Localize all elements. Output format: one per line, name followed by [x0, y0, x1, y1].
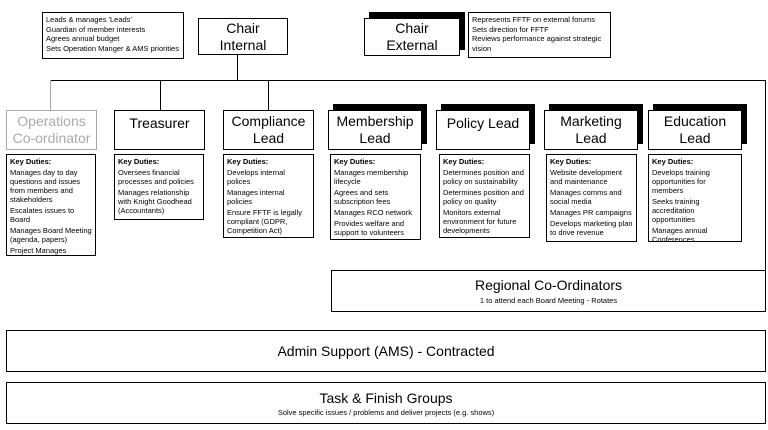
role-title-membership-lead: Membership Lead — [328, 110, 422, 150]
chair-internal-box: Chair Internal — [198, 18, 288, 55]
duties-header: Key Duties: — [334, 157, 376, 166]
role-title-line2: Lead — [575, 130, 607, 146]
chair-internal-note: Leads & manages 'Leads' — [46, 15, 132, 24]
duties-treasurer: Key Duties: Oversees financial processes… — [114, 154, 204, 220]
duty-item: Provides welfare and support to voluntee… — [334, 219, 405, 237]
duty-item: Manages day to day questions and issues … — [10, 168, 81, 204]
duty-item: Develops training opportunities for memb… — [652, 168, 710, 195]
role-title-line1: Marketing — [560, 113, 622, 129]
duties-membership-lead: Key Duties: Manages membership lifecycle… — [330, 154, 421, 240]
duty-item: Manages comms and social media — [550, 188, 622, 206]
role-title-line2: Lead — [679, 130, 711, 146]
duties-header: Key Duties: — [550, 157, 592, 166]
duty-item: Develops internal polices — [227, 168, 285, 186]
duty-item: Manages PR campaigns — [550, 208, 632, 217]
duty-item: Determines position and policy on sustai… — [443, 168, 524, 186]
duty-item: Seeks training accreditation opportuniti… — [652, 197, 700, 224]
chair-external-note: Represents FFTF on external forums — [472, 15, 595, 24]
duty-item: Manages relationship with Knight Goodhea… — [118, 188, 192, 215]
duties-operations-coordinator: Key Duties: Manages day to day questions… — [6, 154, 96, 256]
duties-header: Key Duties: — [118, 157, 160, 166]
chair-internal-notes: Leads & manages 'Leads' Guardian of memb… — [42, 12, 184, 59]
duty-item: Oversees financial processes and policie… — [118, 168, 194, 186]
duty-item: Develops marketing plan to drive revenue — [550, 219, 633, 237]
task-title: Task & Finish Groups — [319, 390, 453, 406]
regional-title: Regional Co-Ordinators — [474, 277, 623, 293]
role-title-line1: Operations — [17, 113, 86, 129]
duties-header: Key Duties: — [10, 157, 52, 166]
duties-header: Key Duties: — [227, 157, 269, 166]
chair-external-note: Reviews performance against strategic vi… — [472, 34, 602, 53]
regional-coordinators-box: Regional Co-Ordinators 1 to attend each … — [331, 270, 766, 312]
admin-title: Admin Support (AMS) - Contracted — [277, 343, 495, 359]
connector-ops-down — [50, 80, 51, 110]
role-title-policy-lead: Policy Lead — [436, 110, 530, 150]
role-title-education-lead: Education Lead — [648, 110, 742, 150]
role-title-line2: Lead — [252, 130, 285, 146]
role-title-line2: Lead — [359, 130, 391, 146]
duty-item: Manages membership lifecycle — [334, 168, 409, 186]
task-subtitle: Solve specific issues / problems and del… — [277, 408, 495, 417]
role-title-line1: Treasurer — [129, 115, 190, 131]
chair-external-notes: Represents FFTF on external forums Sets … — [468, 12, 611, 58]
chair-internal-note: Sets Operation Manger & AMS priorities — [46, 43, 179, 53]
duty-item: Determines position and policy on qualit… — [443, 188, 524, 206]
role-title-operations-coordinator: Operations Co-ordinator — [6, 110, 97, 150]
duty-item: Ensure FFTF is legally compliant (GDPR, … — [227, 208, 303, 235]
role-title-marketing-lead: Marketing Lead — [544, 110, 638, 150]
role-title-line1: Policy Lead — [446, 115, 520, 131]
chair-external-title-line1: Chair — [395, 20, 429, 36]
connector-horizontal-main — [50, 80, 766, 81]
chair-internal-title-line1: Chair — [226, 19, 260, 36]
duty-item: Website development and maintenance — [550, 168, 622, 186]
role-title-line1: Education — [663, 113, 727, 129]
duty-item: Agrees and sets subscription fees — [334, 188, 391, 206]
role-title-line1: Compliance — [231, 113, 306, 129]
role-title-line2: Co-ordinator — [12, 130, 91, 146]
duties-header: Key Duties: — [443, 157, 485, 166]
duties-header: Key Duties: — [652, 157, 694, 166]
task-finish-box: Task & Finish Groups Solve specific issu… — [6, 382, 766, 424]
connector-right-down — [765, 80, 766, 270]
chair-internal-note: Agrees annual budget — [46, 34, 120, 43]
duty-item: Monitors external environment for future… — [443, 208, 517, 235]
admin-support-box: Admin Support (AMS) - Contracted — [6, 330, 766, 372]
duties-policy-lead: Key Duties: Determines position and poli… — [439, 154, 530, 238]
role-title-line1: Membership — [336, 113, 414, 129]
duties-education-lead: Key Duties: Develops training opportunit… — [648, 154, 742, 242]
duties-compliance-lead: Key Duties: Develops internal polices Ma… — [223, 154, 314, 238]
duty-item: Manages annual Conferences — [652, 226, 708, 242]
duty-item: Manages Board Meeting (agenda, papers) — [10, 226, 92, 244]
chair-external-box: Chair External — [364, 18, 460, 56]
connector-chair-internal-down — [237, 54, 238, 80]
duty-item: Manages internal policies — [227, 188, 285, 206]
duty-item: Escalates issues to Board — [10, 206, 75, 224]
duties-marketing-lead: Key Duties: Website development and main… — [546, 154, 637, 242]
connector-treasurer-down — [160, 80, 161, 110]
duty-item: Manages RCO network — [334, 208, 412, 217]
connector-compliance-down — [268, 80, 269, 110]
chair-external-title-line2: External — [386, 37, 438, 53]
chair-external-note: Sets direction for FFTF — [472, 24, 549, 34]
chair-internal-note: Guardian of member interests — [46, 24, 146, 34]
regional-subtitle: 1 to attend each Board Meeting - Rotates — [479, 296, 618, 305]
duty-item: Project Manages delivery of Board Priori… — [10, 246, 67, 255]
role-title-compliance-lead: Compliance Lead — [223, 110, 314, 150]
chair-internal-title-line2: Internal — [219, 36, 267, 53]
role-title-treasurer: Treasurer — [114, 110, 205, 150]
